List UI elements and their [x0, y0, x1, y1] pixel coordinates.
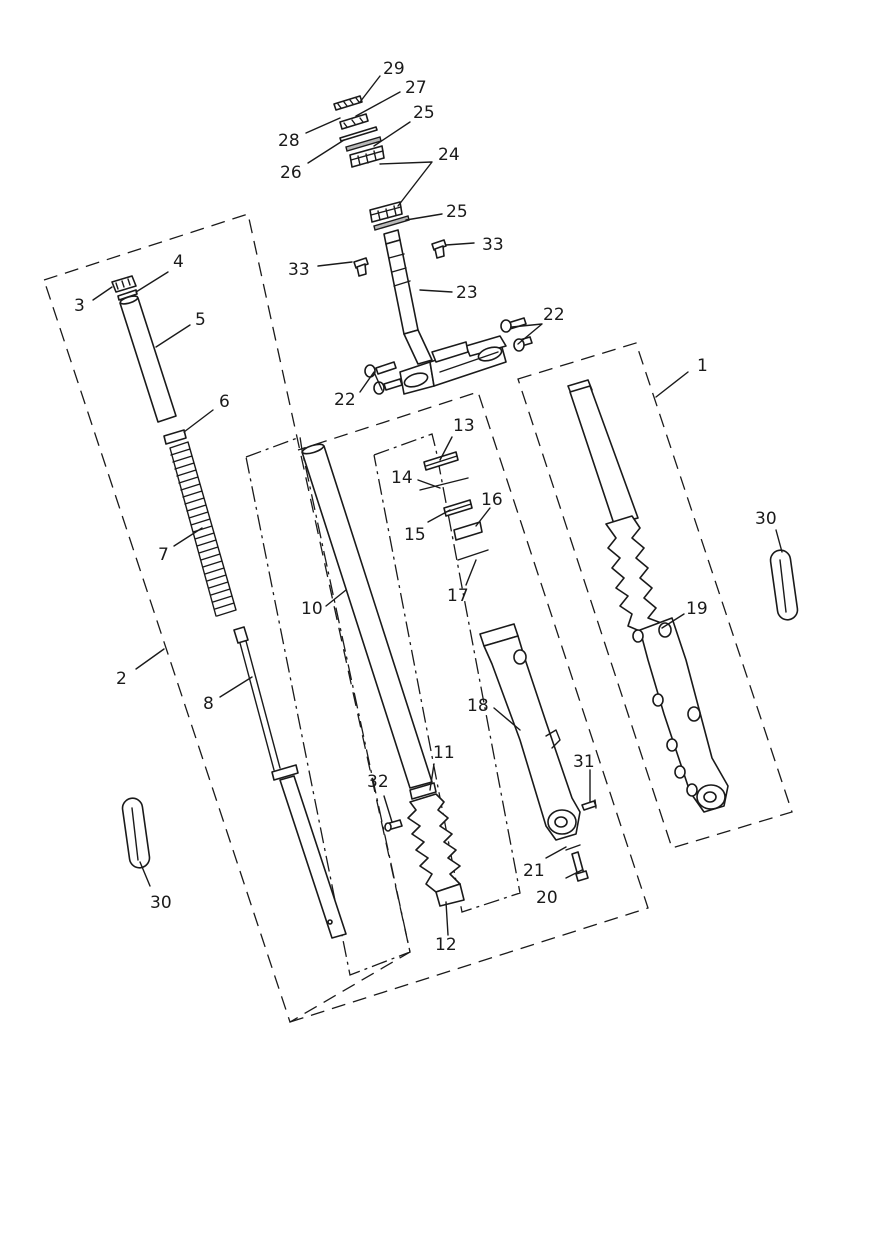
callout-21: 21	[523, 861, 545, 881]
spacer-tube-5	[119, 295, 177, 423]
callout-8: 8	[203, 694, 214, 714]
clamp-bolt-22-d	[513, 336, 533, 352]
fork-leg-assembly-1	[567, 379, 729, 813]
callout-7: 7	[158, 545, 169, 565]
bolt-31	[581, 799, 597, 811]
plug-30-left	[121, 797, 151, 869]
spring-7	[169, 441, 237, 617]
callout-5: 5	[195, 310, 206, 330]
callout-14: 14	[391, 468, 413, 488]
bolt-33-right	[431, 239, 447, 259]
group-boundary-right-leg	[517, 342, 793, 849]
callout-32: 32	[367, 772, 389, 792]
callout-28: 28	[278, 131, 300, 151]
bolt-33-left	[353, 257, 369, 277]
gaiter-12	[407, 793, 465, 907]
plug-30-right-edge	[779, 559, 787, 613]
callout-13: 13	[453, 416, 475, 436]
callout-19: 19	[686, 599, 708, 619]
top-cap-3	[111, 275, 137, 293]
valve-13	[423, 451, 459, 471]
callout-20: 20	[536, 888, 558, 908]
inner-tube-10	[301, 443, 433, 789]
callout-2: 2	[116, 669, 127, 689]
callout-labels: 1 2 3 4 5 6 7 8 10 11 12 13 14 15 16 17 …	[74, 59, 777, 955]
callout-22-right: 22	[543, 305, 565, 325]
callout-25-lower: 25	[446, 202, 468, 222]
callout-18: 18	[467, 696, 489, 716]
callout-33-right: 33	[482, 235, 504, 255]
callout-4: 4	[173, 252, 184, 272]
o-ring-4	[117, 289, 138, 301]
callout-22-left: 22	[334, 390, 356, 410]
callout-29: 29	[383, 59, 405, 79]
callout-31: 31	[573, 752, 595, 772]
circlip-17	[457, 549, 489, 561]
callout-16: 16	[481, 490, 503, 510]
callout-6: 6	[219, 392, 230, 412]
bearing-24-upper	[349, 145, 385, 168]
callout-30-right: 30	[755, 509, 777, 529]
callout-17: 17	[447, 586, 469, 606]
washer-26	[339, 126, 378, 142]
locknut-29	[333, 95, 363, 111]
shim-14	[419, 477, 469, 491]
clamp-bolt-22-c	[500, 317, 527, 333]
washer-21	[565, 844, 581, 851]
clamp-bolt-22-a	[364, 361, 397, 378]
group-boundary-inner-leg	[289, 391, 649, 1023]
callout-3: 3	[74, 296, 85, 316]
callout-26: 26	[280, 163, 302, 183]
callout-33-left: 33	[288, 260, 310, 280]
bolt-32	[384, 819, 403, 832]
callout-10: 10	[301, 599, 323, 619]
callout-25-top: 25	[413, 103, 435, 123]
locknut-27	[339, 113, 369, 130]
callout-30-left: 30	[150, 893, 172, 913]
bolt-20	[571, 851, 589, 882]
callout-12: 12	[435, 935, 457, 955]
bearing-24-lower	[369, 201, 403, 223]
callout-1: 1	[697, 356, 708, 376]
callout-23: 23	[456, 283, 478, 303]
bush-16	[453, 521, 483, 541]
clamp-bolt-22-b	[373, 378, 403, 395]
callout-11: 11	[433, 743, 455, 763]
callout-15: 15	[404, 525, 426, 545]
plug-30-left-edge	[131, 807, 139, 861]
callout-27: 27	[405, 78, 427, 98]
leader-lines	[92, 75, 783, 936]
seal-11	[409, 782, 437, 800]
outer-tube-18	[479, 623, 581, 841]
plug-30-right	[769, 549, 799, 621]
lower-yoke-23	[383, 229, 507, 395]
washer-6	[163, 429, 187, 445]
group-boundary-cartridge	[245, 436, 411, 976]
damper-rod-8	[233, 626, 347, 939]
callout-24: 24	[438, 145, 460, 165]
piston-15	[443, 499, 473, 517]
